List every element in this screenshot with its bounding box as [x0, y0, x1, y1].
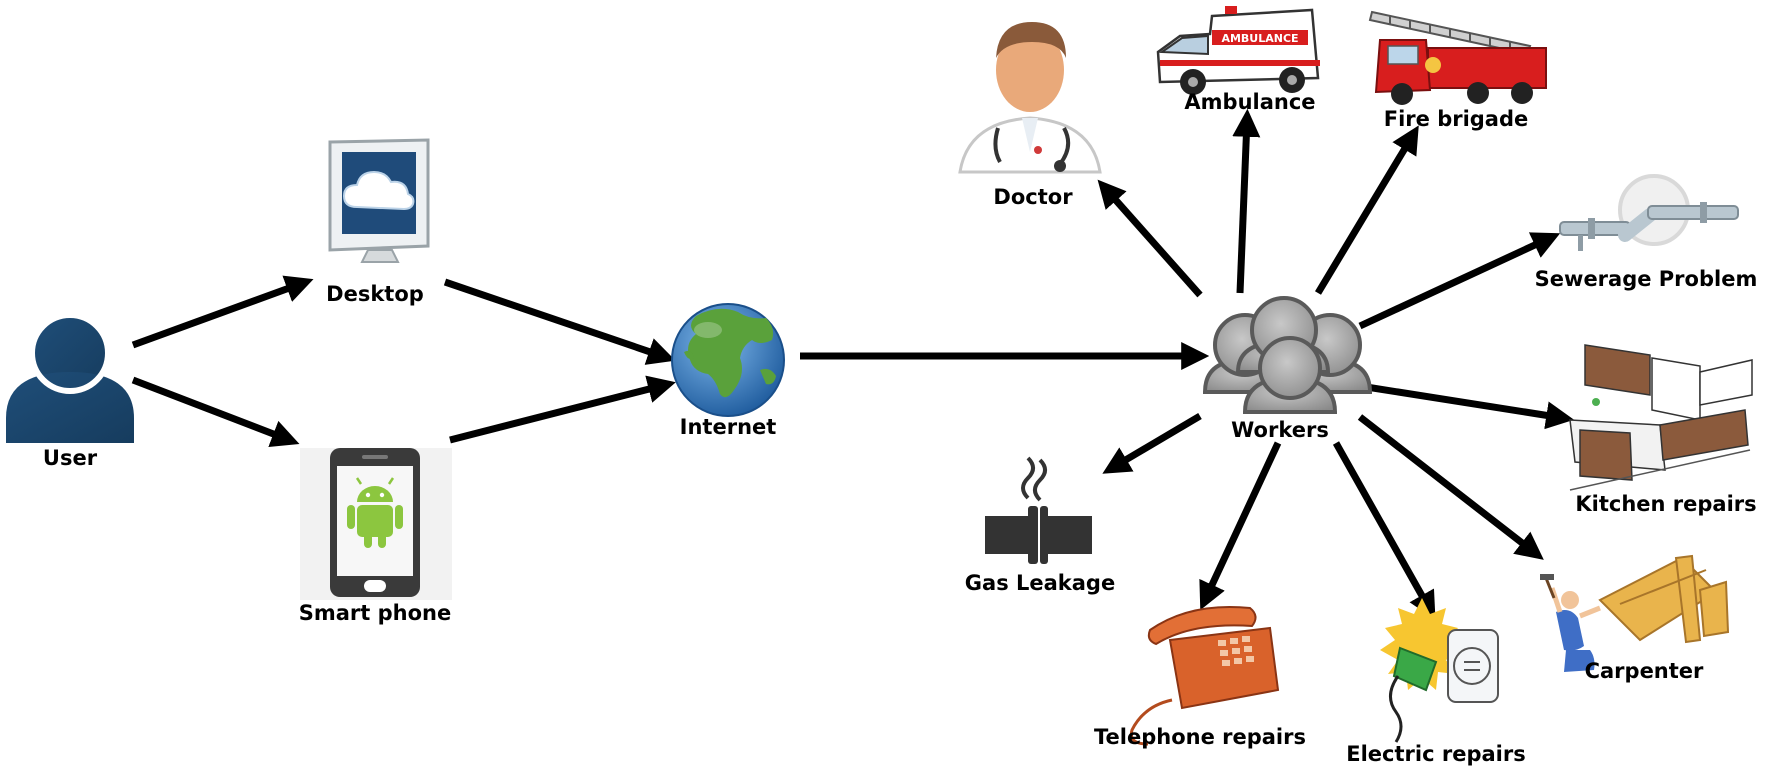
electric-label: Electric repairs [1346, 742, 1525, 766]
internet-label: Internet [680, 415, 777, 439]
electric-plug-icon [1380, 598, 1499, 743]
electric-node: Electric repairs [1346, 598, 1526, 766]
smartphone-label: Smart phone [299, 601, 452, 625]
gas-label: Gas Leakage [965, 571, 1115, 595]
fire-brigade-label: Fire brigade [1384, 107, 1529, 131]
user-icon [6, 312, 134, 443]
gas-node: Gas Leakage [965, 456, 1115, 595]
arrow-workers-telephone [1199, 441, 1282, 611]
doctor-label: Doctor [993, 185, 1073, 209]
gas-leak-icon [985, 456, 1092, 564]
desktop-node: Desktop [326, 138, 430, 306]
user-node: User [6, 312, 134, 470]
workers-node: Workers [1202, 296, 1373, 442]
ambulance-label: Ambulance [1184, 90, 1315, 114]
user-label: User [43, 446, 98, 470]
telephone-label: Telephone repairs [1094, 725, 1306, 749]
doctor-node: Doctor [958, 22, 1102, 209]
pipe-icon [1559, 174, 1739, 251]
ambulance-icon: AMBULANCE [1156, 6, 1320, 95]
carpenter-icon [1540, 554, 1730, 672]
desktop-label: Desktop [326, 282, 424, 306]
carpenter-label: Carpenter [1585, 659, 1704, 683]
kitchen-icon [1569, 344, 1753, 491]
arrow-user-smartphone [131, 376, 300, 448]
arrow-workers-electric [1332, 441, 1436, 620]
workers-label: Workers [1231, 418, 1329, 442]
group-icon [1202, 296, 1373, 414]
arrow-workers-doctor [1097, 179, 1203, 298]
doctor-icon [958, 22, 1102, 174]
kitchen-node: Kitchen repairs [1569, 344, 1757, 516]
carpenter-node: Carpenter [1540, 554, 1730, 683]
fire-brigade-node: Fire brigade [1368, 10, 1547, 131]
desktop-monitor-icon [328, 138, 430, 263]
smartphone-node: Smart phone [299, 448, 452, 625]
arrow-smartphone-internet [449, 375, 676, 444]
arrow-workers-fire-brigade [1315, 125, 1419, 295]
arrow-workers-ambulance [1232, 108, 1261, 294]
telephone-node: Telephone repairs [1094, 605, 1306, 749]
globe-icon [671, 303, 785, 417]
fire-truck-icon [1368, 10, 1547, 105]
kitchen-label: Kitchen repairs [1575, 492, 1756, 516]
sewerage-label: Sewerage Problem [1535, 267, 1758, 291]
ambulance-node: AMBULANCE Ambulance [1156, 6, 1320, 114]
arrow-workers-carpenter [1357, 414, 1544, 560]
connector-arrows [131, 108, 1575, 620]
android-phone-icon [300, 448, 452, 600]
arrow-user-desktop [131, 275, 314, 349]
arrow-workers-sewerage [1358, 232, 1561, 330]
internet-node: Internet [671, 303, 785, 439]
ambulance-vehicle-text: AMBULANCE [1221, 32, 1298, 45]
sewerage-node: Sewerage Problem [1535, 174, 1758, 291]
arrow-workers-gas [1102, 412, 1202, 474]
telephone-icon [1129, 605, 1280, 746]
arrow-workers-kitchen [1359, 382, 1575, 430]
arrow-desktop-internet [443, 278, 676, 365]
